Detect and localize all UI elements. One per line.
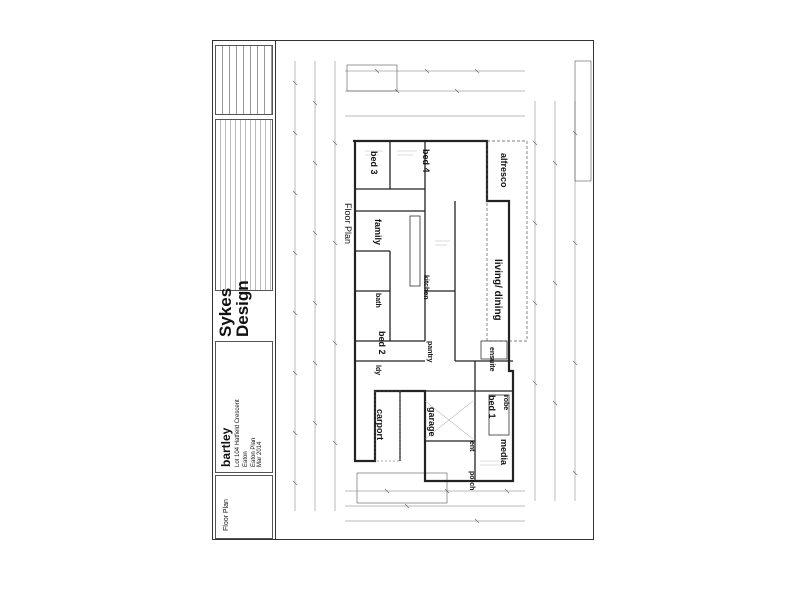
room-bed-4: bed 4: [421, 149, 431, 173]
sheet-title: Floor Plan: [223, 499, 230, 531]
title-block: Sykes Design bartley Lot 104 Hatfield Cr…: [213, 41, 276, 539]
room-media: media: [499, 439, 509, 466]
date-line: Mar 2014: [257, 441, 263, 467]
room-living-dining: living/ dining: [492, 259, 503, 321]
room-carport: carport: [375, 409, 385, 441]
room-ensuite: ensuite: [488, 347, 495, 372]
floor-plan-drawing: [292, 60, 592, 524]
brand-logo: Sykes Design: [216, 280, 252, 337]
brand-line-2: Design: [233, 280, 252, 337]
room-alfresco: alfresco: [499, 153, 509, 188]
revision-table: [215, 45, 273, 115]
drawing-sheet: Sykes Design bartley Lot 104 Hatfield Cr…: [212, 40, 594, 540]
room-porch: porch: [468, 471, 475, 491]
floor-plan-label: Floor Plan: [343, 203, 353, 245]
room-bed-1: bed 1: [487, 395, 497, 419]
sheet-title-box: [215, 475, 273, 539]
room-bed-3: bed 3: [369, 151, 379, 175]
room-family: family: [373, 219, 383, 246]
room-kitchen: kitchen: [422, 275, 429, 300]
room-ldy: ldy: [374, 365, 381, 376]
address-line-1: Lot 104 Hatfield Crescent: [235, 399, 241, 467]
notes-box: [215, 119, 273, 291]
address-line-2: Eaton: [243, 451, 249, 467]
brand-line-1: Sykes: [216, 287, 235, 337]
room-bed-2: bed 2: [377, 331, 387, 355]
client-name: bartley: [219, 427, 233, 467]
room-bath: bath: [374, 293, 381, 308]
room-garage: garage: [427, 407, 437, 437]
room-pantry: pantry: [426, 341, 433, 363]
room-ent: ent: [468, 441, 475, 452]
client-box: [215, 341, 273, 473]
room-robe: robe: [502, 395, 509, 411]
